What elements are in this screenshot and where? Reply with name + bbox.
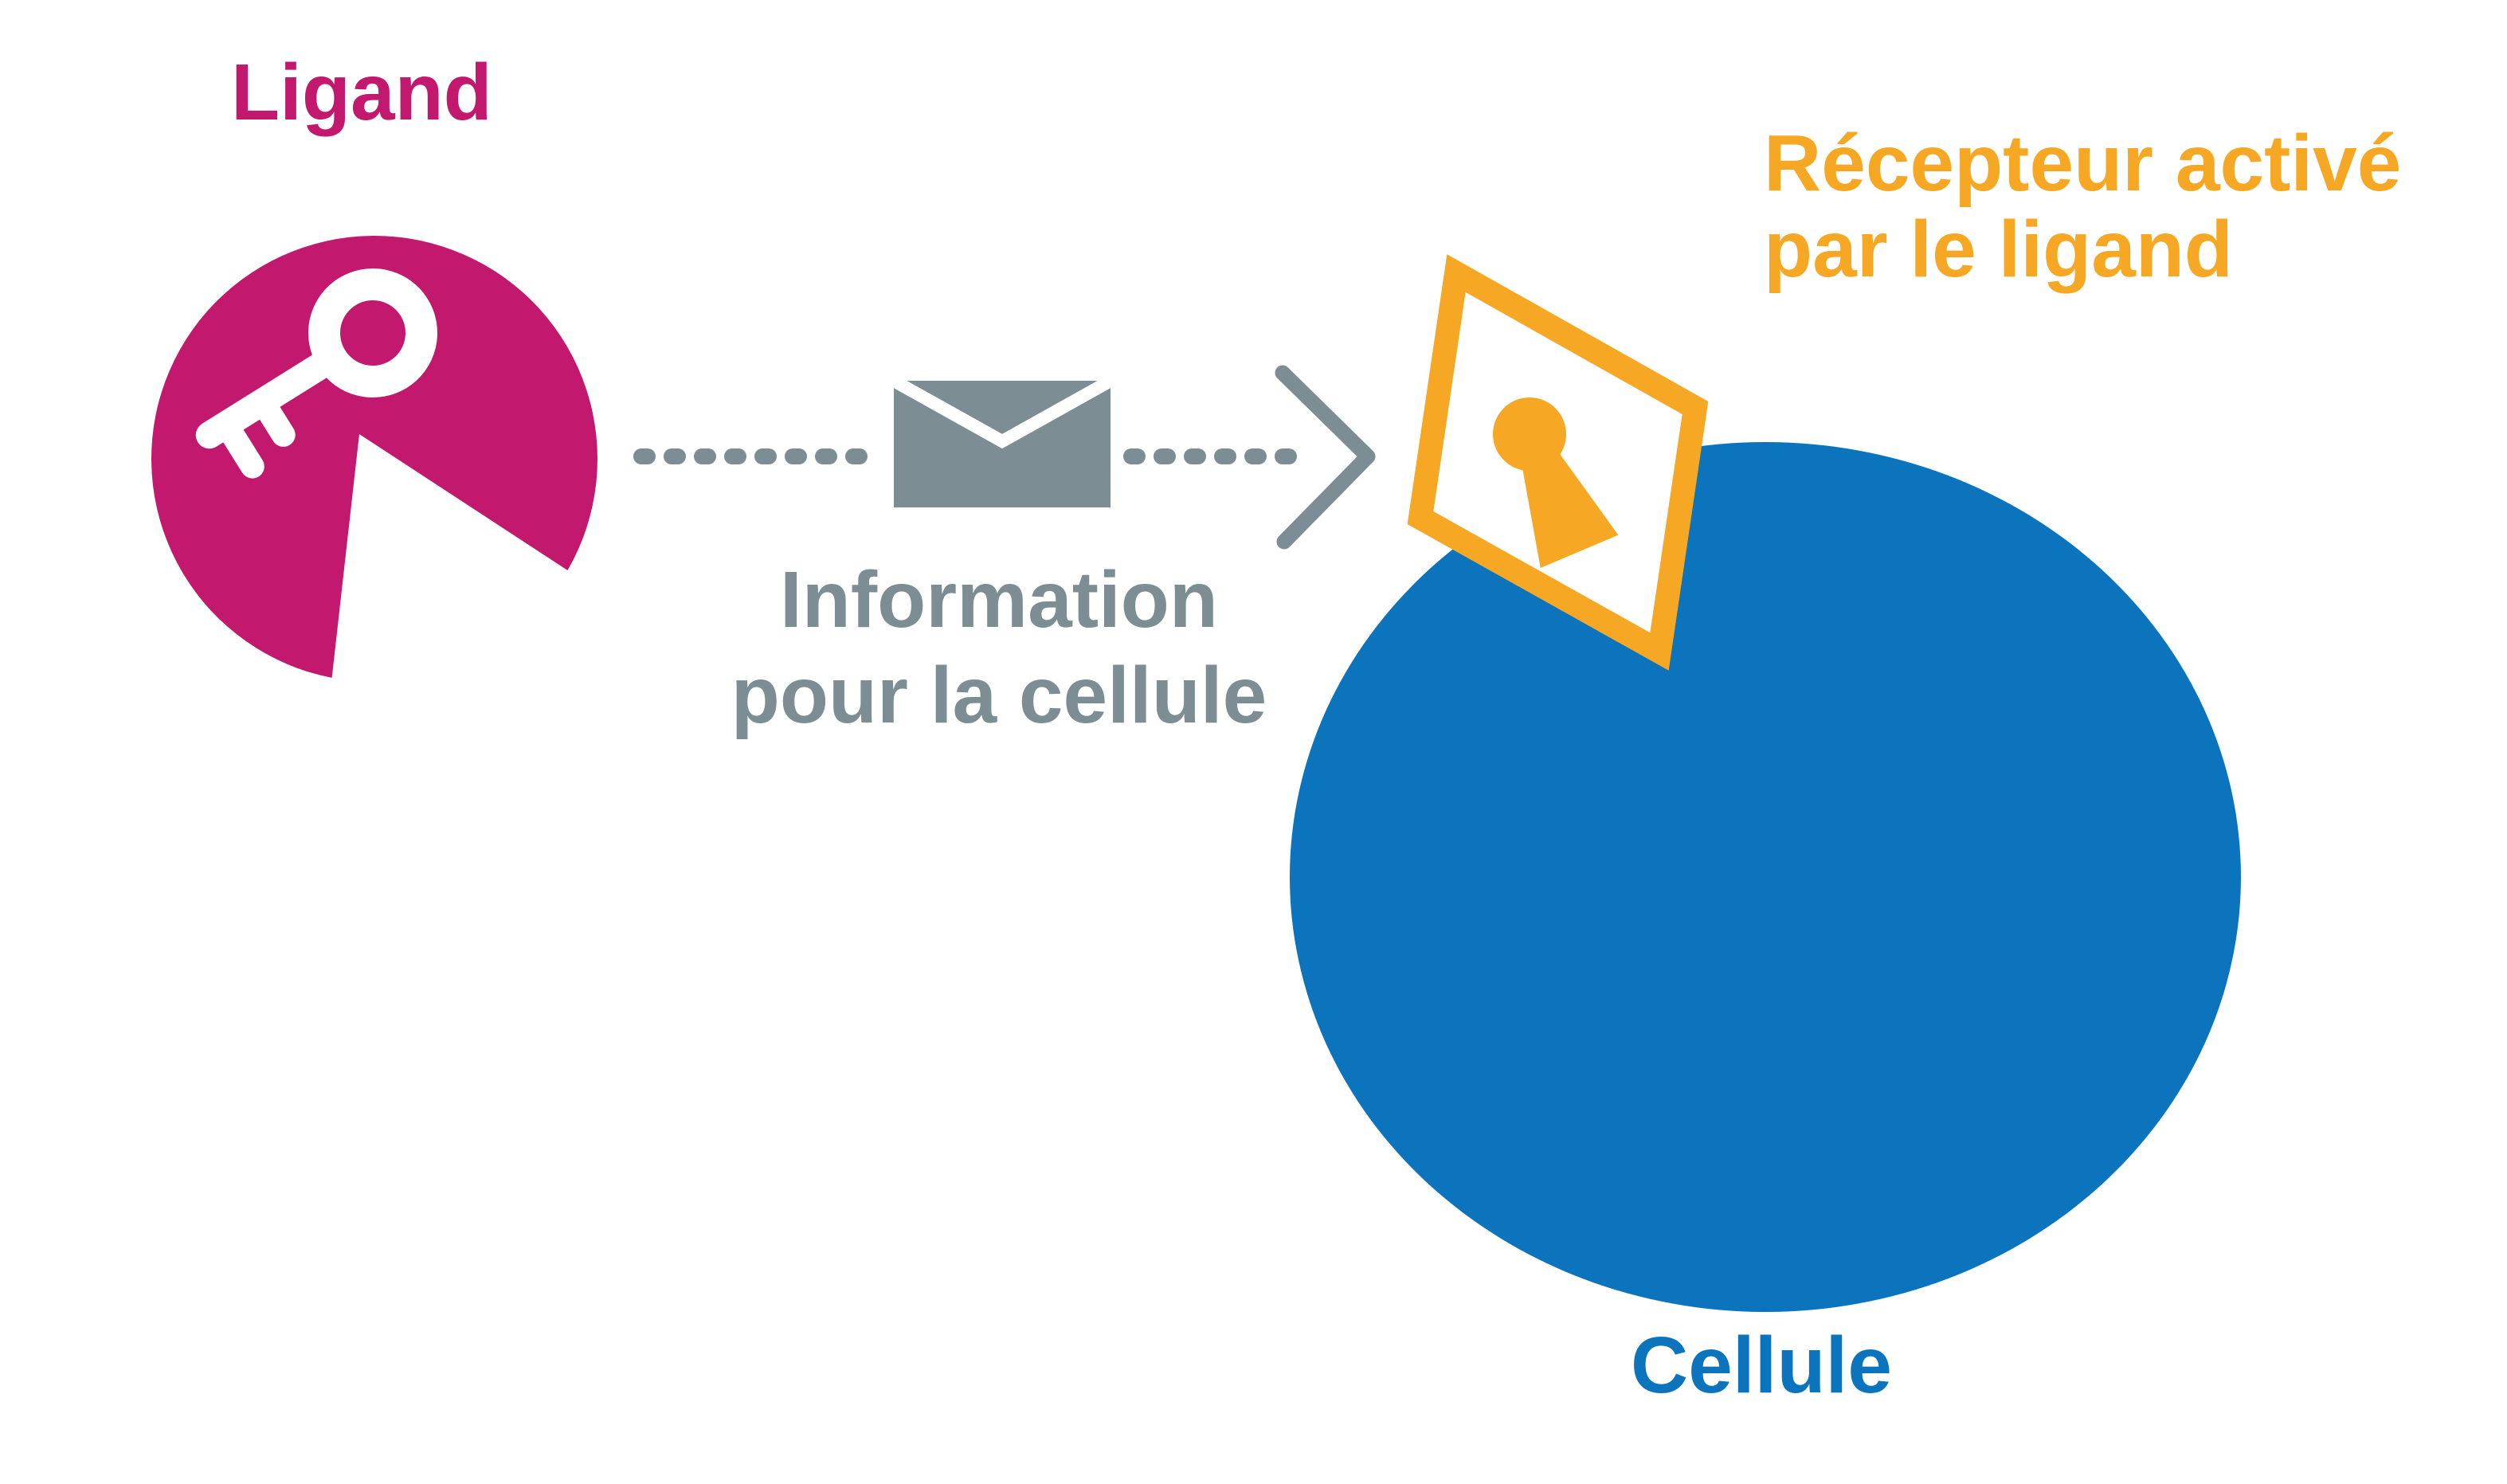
receptor-label: Récepteur activé par le ligand — [1764, 120, 2401, 292]
receptor-label-line2: par le ligand — [1764, 205, 2234, 294]
information-label-line2: pour la cellule — [731, 651, 1267, 740]
ligand-circle — [151, 236, 597, 678]
ligand-label: Ligand — [231, 48, 492, 137]
cell-label: Cellule — [1631, 1321, 1892, 1410]
keyhole-icon — [1493, 397, 1619, 568]
receptor-diamond — [1407, 254, 1709, 671]
ligand-shape — [151, 236, 597, 678]
message-arrow — [633, 365, 1376, 550]
receptor-label-line1: Récepteur activé — [1764, 119, 2402, 208]
information-label-line1: Information — [780, 555, 1218, 644]
cell-circle — [1290, 442, 2241, 1312]
envelope-icon — [891, 375, 1114, 507]
information-label: Information pour la cellule — [680, 552, 1318, 743]
key-icon — [195, 268, 437, 479]
chevron-right-icon — [1275, 365, 1376, 550]
